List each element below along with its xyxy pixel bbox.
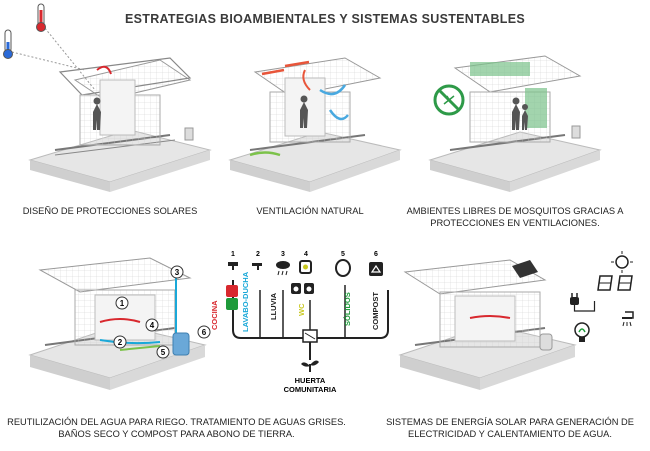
bulb-icon: [574, 322, 590, 342]
cycle-number-4: 4: [304, 251, 308, 258]
label-wc: WC: [297, 303, 306, 316]
cycle-number-5: 5: [341, 251, 345, 258]
bin-cocina: [226, 285, 238, 310]
faucet-icon: [228, 262, 238, 270]
label-compost: COMPOST: [371, 292, 380, 330]
shower-small-icon: [252, 263, 262, 270]
label-huerta: HUERTA: [295, 376, 326, 385]
reuse-marker-6: 6: [202, 328, 207, 337]
toilet-icon: [299, 260, 312, 274]
cycle-number-1: 1: [231, 251, 235, 258]
thermometer-hot-icon: [36, 3, 46, 32]
label-lavabo-ducha: LAVABO-DUCHA: [241, 271, 250, 332]
caption-solar-protection: DISEÑO DE PROTECCIONES SOLARES: [22, 206, 198, 216]
label-solidos: SÓLIDOS: [343, 292, 352, 326]
page-title: ESTRATEGIAS BIOAMBIENTALES Y SISTEMAS SU…: [125, 12, 525, 26]
reuse-marker-2: 2: [118, 338, 123, 347]
recycle-icon: [369, 262, 383, 276]
caption-mosquito-line2: PROTECCIONES EN VENTILACIONES.: [430, 218, 600, 228]
reuse-marker-5: 5: [161, 348, 166, 357]
shower-icon: [622, 311, 634, 327]
caption-solar-energy-line2: ELECTRICIDAD Y CALENTAMIENTO DE AGUA.: [408, 429, 612, 439]
label-lluvia: LLUVIA: [269, 292, 278, 320]
plug-icon: [570, 293, 596, 312]
caption-natural-ventilation: VENTILACIÓN NATURAL: [256, 206, 364, 216]
mosquito-ban-icon: [433, 84, 465, 116]
bin-wc: [291, 283, 314, 294]
plant-icon: [301, 360, 319, 372]
water-cycle-diagram: 1 2 3 4 5 6: [210, 251, 389, 394]
thermometer-cold-icon: [3, 29, 13, 59]
caption-water-line1: REUTILIZACIÓN DEL AGUA PARA RIEGO. TRATA…: [7, 417, 346, 427]
house-solar-energy: [398, 259, 577, 390]
house-mosquito-free: [428, 55, 602, 192]
caption-water-line2: BAÑOS SECO Y COMPOST PARA ABONO DE TIERR…: [58, 429, 295, 439]
caption-solar-energy-line1: SISTEMAS DE ENERGÍA SOLAR PARA GENERACIÓ…: [386, 417, 634, 427]
label-comunitaria: COMUNITARIA: [284, 385, 337, 394]
solar-panel-icon: [597, 275, 633, 291]
house-natural-ventilation: [228, 57, 402, 192]
reuse-marker-4: 4: [150, 321, 155, 330]
sun-icon: [611, 251, 633, 273]
reuse-marker-3: 3: [175, 268, 180, 277]
house-solar-protection: [11, 21, 212, 192]
cycle-number-3: 3: [281, 251, 285, 258]
cycle-number-6: 6: [374, 251, 378, 258]
cycle-number-2: 2: [256, 251, 260, 258]
caption-mosquito-line1: AMBIENTES LIBRES DE MOSQUITOS GRACIAS A: [406, 206, 624, 216]
house-water-reuse: 1 2 3 4 5 6: [28, 257, 211, 390]
compost-box-icon: [302, 329, 318, 343]
cloud-rain-icon: [276, 261, 290, 276]
label-cocina: COCINA: [210, 300, 219, 330]
reuse-marker-1: 1: [120, 299, 125, 308]
dry-toilet-icon: [335, 259, 351, 277]
